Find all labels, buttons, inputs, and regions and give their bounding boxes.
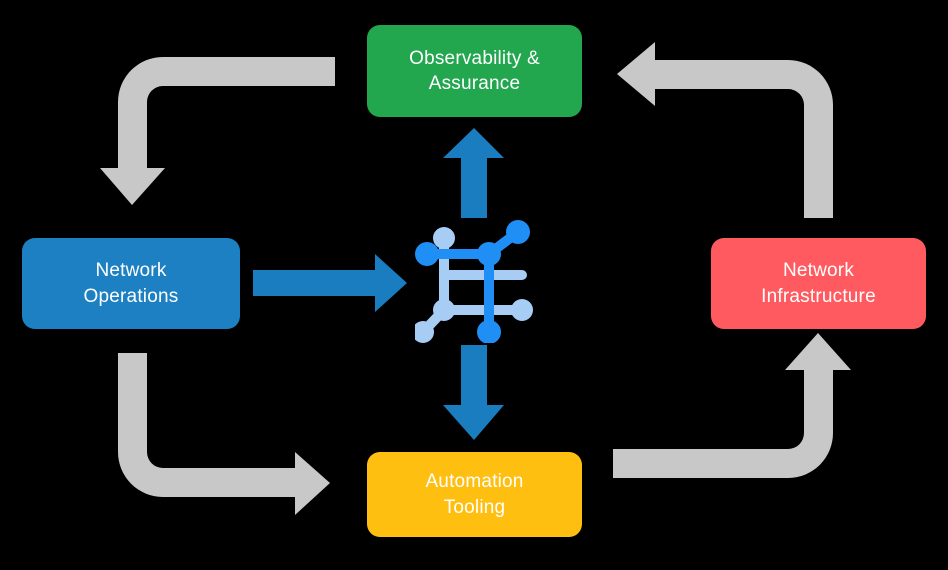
arrow-infrastructure-to-observability bbox=[617, 42, 833, 218]
arrow-operations-to-center bbox=[253, 254, 407, 312]
network-topology-icon bbox=[412, 218, 540, 344]
arrow-center-to-observability bbox=[443, 128, 504, 218]
node-network-infrastructure[interactable]: Network Infrastructure bbox=[711, 238, 926, 329]
arrow-automation-to-infrastructure bbox=[613, 333, 851, 478]
arrow-center-to-automation bbox=[443, 345, 504, 440]
node-observability-assurance[interactable]: Observability & Assurance bbox=[367, 25, 582, 117]
node-automation-tooling[interactable]: Automation Tooling bbox=[367, 452, 582, 537]
arrow-observability-to-operations bbox=[100, 57, 335, 205]
arrow-operations-to-automation bbox=[118, 353, 330, 515]
node-network-operations[interactable]: Network Operations bbox=[22, 238, 240, 329]
topology-node-dark bbox=[415, 220, 530, 344]
topology-node-light bbox=[412, 227, 533, 343]
